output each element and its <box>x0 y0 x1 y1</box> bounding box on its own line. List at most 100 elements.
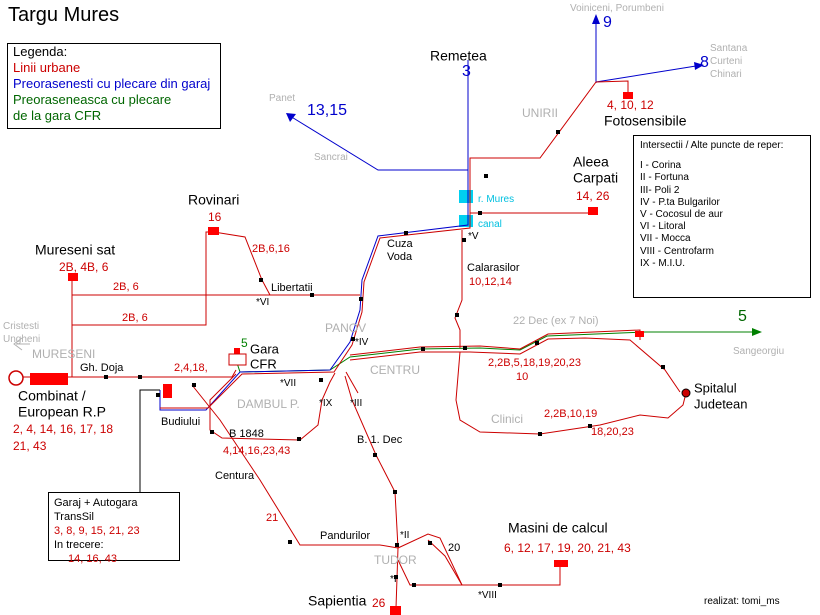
stop <box>412 583 416 587</box>
garaj-transit-lines: 14, 16, 43 <box>68 553 117 565</box>
map-label-cristesti2: Ungheni <box>3 334 40 345</box>
map-label-masini: Masini de calcul <box>508 519 608 535</box>
map-label-vii: *VII <box>280 378 296 389</box>
stop <box>463 346 467 350</box>
stop <box>462 238 466 242</box>
terminal-fotosensibile <box>623 92 633 99</box>
map-label-muresenisat: Mureseni sat <box>35 241 115 257</box>
map-label-combinat2: European R.P <box>18 403 106 419</box>
map-label-centru: CENTRU <box>370 363 420 377</box>
map-label-fotosens-num: 4, 10, 12 <box>607 98 654 112</box>
map-label-i: *I <box>390 574 397 585</box>
terminal-gara-marker <box>234 348 240 354</box>
map-label-spital1: Spitalul <box>694 381 737 396</box>
legend-box: Legenda: Linii urbane Preorasenesti cu p… <box>7 43 221 129</box>
terminal-masini <box>554 560 568 567</box>
stop <box>428 541 432 545</box>
map-label-cuza2: Voda <box>387 251 413 263</box>
stop <box>538 432 542 436</box>
map-label-calarasilor-num: 10,12,14 <box>469 276 512 288</box>
map-label-iv-v: *V <box>468 231 479 242</box>
map-label-l10: 10 <box>516 371 528 383</box>
stop <box>138 375 142 379</box>
map-label-santana-num: 8 <box>700 54 709 71</box>
legend-cfr-line2: de la gara CFR <box>13 108 102 123</box>
map-label-combinat1: Combinat / <box>18 387 86 403</box>
map-label-num21: 21 <box>266 512 278 524</box>
map-label-l22b: 2,2B,5,18,19,20,23 <box>488 357 581 369</box>
map-label-gara2: CFR <box>250 357 277 372</box>
stop <box>319 378 323 382</box>
map-label-combinat-num2: 21, 43 <box>13 439 47 453</box>
map-label-gara-num: 5 <box>241 336 248 350</box>
intersection-item: VI - Litoral <box>640 221 686 233</box>
arrow-sangeorgiu <box>752 328 762 336</box>
map-label-sancrai: Sancrai <box>314 152 348 163</box>
garaj-transit-label: In trecere: <box>54 539 104 551</box>
map-label-remetea: Remetea <box>430 47 487 63</box>
garaj-lines: 3, 8, 9, 15, 21, 23 <box>54 525 140 537</box>
map-label-spital2: Judetean <box>694 397 748 412</box>
map-label-pandurilor: Pandurilor <box>320 530 370 542</box>
map-label-centura: Centura <box>215 470 255 482</box>
stop <box>455 313 459 317</box>
stop <box>394 575 398 579</box>
map-label-l2b6a: 2B, 6 <box>113 281 139 293</box>
stop <box>404 231 408 235</box>
map-label-iv: *IV <box>355 337 369 348</box>
arrow-santana <box>694 62 704 70</box>
map-label-santana2: Curteni <box>710 56 742 67</box>
terminal-aleea <box>588 207 598 215</box>
map-label-budiului: Budiului <box>161 416 200 428</box>
combinat-marker <box>8 370 24 386</box>
intersection-item: V - Cocosul de aur <box>640 209 723 221</box>
intersection-item: II - Fortuna <box>640 172 689 184</box>
stop <box>104 375 108 379</box>
intersections-box: Intersectii / Alte puncte de reper: I - … <box>633 135 811 298</box>
map-label-panet-num: 13,15 <box>307 102 347 119</box>
stop <box>351 337 355 341</box>
map-label-santana1: Santana <box>710 43 748 54</box>
map-label-gara1: Gara <box>250 342 280 357</box>
terminal-budiului <box>163 384 172 398</box>
stop <box>288 540 292 544</box>
stop <box>359 297 363 301</box>
map-label-tudor: TUDOR <box>374 553 417 567</box>
legend-heading: Legenda: <box>13 44 68 59</box>
map-label-remetea-num: 3 <box>462 63 471 80</box>
map-label-mureseni: MURESENI <box>32 347 95 361</box>
map-label-muresenisat-num: 2B, 4B, 6 <box>59 260 109 274</box>
spital-marker <box>681 388 691 398</box>
map-label-iii: *III <box>350 398 362 409</box>
gara-box <box>228 353 247 366</box>
stop <box>192 383 196 387</box>
legend-cfr-line1: Preoraseneasca cu plecare <box>13 92 172 107</box>
intersection-item: IV - P.ta Bulgarilor <box>640 196 720 208</box>
map-label-b1dec: B. 1. Dec <box>357 434 403 446</box>
stop <box>421 347 425 351</box>
stop <box>478 211 482 215</box>
terminal-sapientia <box>390 606 401 615</box>
credit: realizat: tomi_ms <box>704 596 780 607</box>
map-label-panov: PANOV <box>325 321 366 335</box>
map-label-santana3: Chinari <box>710 69 742 80</box>
map-label-libertatii: Libertatii <box>271 282 313 294</box>
stop <box>661 365 665 369</box>
stop <box>498 583 502 587</box>
stop <box>297 437 301 441</box>
map-label-b1848: B 1848 <box>229 428 264 440</box>
arrow-panet <box>286 113 296 122</box>
map-label-rovinari-num: 16 <box>208 210 222 224</box>
map-label-fotosens: Fotosensibile <box>604 112 687 128</box>
stop <box>259 278 263 282</box>
terminal-mureseni-sat <box>68 273 78 281</box>
map-label-num20: 20 <box>448 542 460 554</box>
map-label-clinici: Clinici <box>491 412 523 426</box>
river-mures <box>459 190 473 203</box>
terminal-spital-approach <box>635 331 644 337</box>
map-label-vi: *VI <box>256 297 269 308</box>
terminal-rovinari <box>208 227 219 235</box>
map-label-panet: Panet <box>269 93 295 104</box>
